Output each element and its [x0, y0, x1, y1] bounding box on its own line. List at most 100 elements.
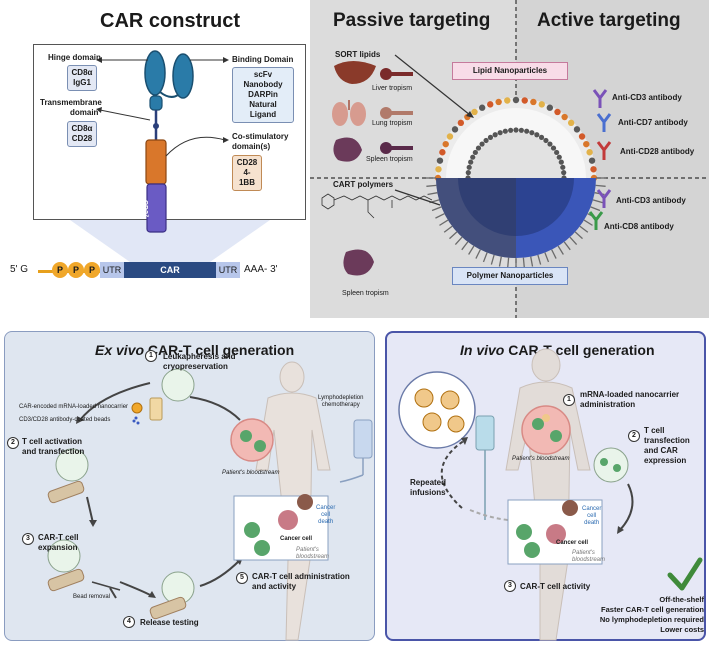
polymer-tail	[449, 231, 458, 240]
polymer-tail	[563, 241, 571, 251]
polymer-tail	[507, 257, 510, 268]
antibody-cd3-label: Anti-CD3 antibody	[612, 93, 682, 102]
mrna-five-prime: 5' G	[10, 264, 29, 275]
step5-line: CAR-T cell administration	[252, 572, 350, 581]
lipid-head-inner	[558, 159, 564, 165]
tm-item: CD28	[71, 134, 93, 143]
lipid-head	[590, 166, 597, 173]
costim-line: Co-stimulatory	[232, 132, 289, 141]
sort-lipids-label: SORT lipids	[335, 50, 381, 59]
polymer-tail	[583, 219, 593, 226]
spleen-icon	[333, 137, 362, 162]
antibody-icon-cd28	[596, 141, 612, 160]
lipid-head	[530, 98, 537, 106]
polymer-tail	[427, 192, 438, 196]
polymer-tail	[498, 256, 502, 267]
bead-removal-label: Bead removal	[73, 594, 111, 600]
costim-item: 4-1BB	[238, 168, 255, 187]
exvivo-step5-label: CAR-T cell administration and activity	[252, 572, 350, 592]
liver-icon	[334, 61, 376, 84]
lipid-head-inner	[560, 164, 566, 170]
antibody-cd28-label: Anti-CD28 antibody	[620, 147, 695, 156]
antibody-cd8-label: Anti-CD8 antibody	[604, 222, 674, 231]
step3-line: expansion	[38, 543, 78, 552]
polymer-tail	[522, 257, 525, 268]
antibody-icon-cd8	[588, 211, 604, 230]
benefits-list: Off-the-shelf Faster CAR-T cell generati…	[588, 595, 704, 635]
lipid-head-inner	[554, 149, 560, 156]
lipid-head	[588, 157, 596, 164]
car-construct-title: CAR construct	[100, 10, 241, 32]
cancer-death-line: cell	[321, 512, 331, 518]
lipid-head-inner	[468, 159, 474, 165]
binding-item: Natural Ligand	[249, 100, 277, 119]
polymer-tail	[435, 213, 445, 219]
mrna-cap-p1: P	[52, 262, 68, 278]
exvivo-step5-num: 5	[236, 572, 248, 584]
lipid-head	[583, 140, 590, 148]
cancer-death-line: Cancer	[316, 505, 336, 511]
ex-vivo-title-rest: CAR-T cell generation	[144, 342, 295, 358]
invivo-step3-num: 3	[504, 580, 516, 592]
car-cds-label: CAR	[160, 265, 180, 275]
lipid-head	[546, 104, 554, 111]
exvivo-step4-label: Release testing	[140, 618, 199, 627]
spleen-tropism-label-2: Spleen tropism	[342, 290, 389, 297]
polymer-tail	[426, 184, 437, 187]
hinge-domain-label: Hinge domain	[48, 53, 101, 62]
costim-label: Co-stimulatory domain(s)	[232, 132, 288, 152]
polymer-tail	[590, 206, 601, 212]
binding-domain-label: Binding Domain	[232, 55, 294, 64]
lipid-head-inner	[534, 132, 540, 138]
costim-line: domain(s)	[232, 142, 271, 151]
step1-line: Leukapheresis and	[163, 352, 236, 361]
polymer-tail	[475, 249, 481, 259]
lipid-head	[578, 133, 586, 140]
lipid-head-inner	[475, 145, 482, 151]
invivo-cancer-cell-label: Cancer cell	[556, 540, 589, 546]
iv-patients-line: bloodstream	[572, 557, 606, 563]
iv-step2-line: and CAR expression	[644, 446, 687, 465]
lipid-head	[478, 104, 486, 111]
lipid-head-inner	[472, 149, 478, 156]
cart-polymer-structure	[321, 193, 433, 219]
polymer-tail	[431, 206, 442, 212]
lipid-head	[487, 101, 494, 108]
lipid-head-inner	[470, 154, 476, 160]
benefit-item: Faster CAR-T cell generation	[601, 605, 704, 614]
polymer-tail	[569, 236, 578, 245]
transmembrane-line: Transmembrane	[40, 98, 102, 107]
cancer-death-line: death	[318, 519, 334, 525]
repeated-line: Repeated	[410, 478, 447, 487]
lipid-head	[554, 108, 561, 116]
spleen-tropism-label: Spleen tropism	[366, 156, 413, 163]
lipid-head	[442, 140, 449, 148]
lympho-line: Lymphodepletion	[318, 395, 364, 401]
lymphodepletion-label: Lymphodepletion chemotherapy	[318, 395, 363, 409]
hinge-domain-box: CD8α IgG1	[67, 65, 97, 91]
exvivo-bloodstream-label: Patient's bloodstream	[222, 470, 280, 476]
key-icon-liver	[380, 68, 413, 80]
repeated-line: infusions	[410, 488, 446, 497]
antibody-icon-cd3	[592, 89, 608, 108]
lipid-head	[436, 157, 444, 164]
binding-item: scFv	[253, 70, 273, 79]
benefit-item: Off-the-shelf	[659, 595, 704, 604]
mrna-three-prime: AAA- 3'	[244, 264, 278, 275]
mrna-cap-p3: P	[84, 262, 100, 278]
binding-item: DARPin	[248, 90, 278, 99]
binding-item: Nanobody	[243, 80, 283, 89]
lipid-head	[446, 133, 454, 140]
lipid-head	[567, 119, 575, 127]
lipid-head	[561, 113, 568, 121]
lung-icon	[332, 100, 366, 126]
lipid-head-inner	[556, 154, 562, 160]
polymer-tail	[443, 225, 453, 233]
lipid-head-inner	[513, 127, 519, 133]
p-label: P	[88, 265, 95, 275]
invivo-patients-bloodstream-label: Patient's bloodstream	[572, 550, 605, 564]
invivo-step2-label: T cell transfection and CAR expression	[644, 426, 709, 466]
lipid-head	[573, 126, 581, 133]
